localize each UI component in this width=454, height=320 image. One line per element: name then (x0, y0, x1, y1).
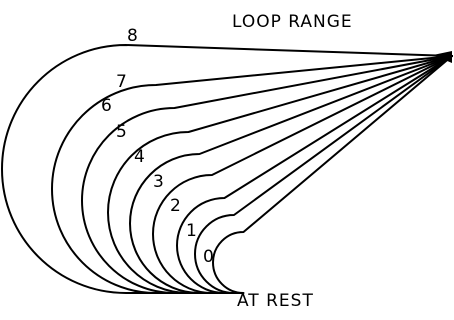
loop-curves (1, 44, 453, 294)
loop-label-7: 7 (116, 72, 127, 92)
loop-curve-0 (212, 55, 453, 294)
loop-label-5: 5 (116, 122, 127, 142)
loop-curve-3 (152, 55, 453, 294)
loop-curve-6 (81, 55, 453, 294)
loop-label-6: 6 (101, 96, 112, 116)
loop-label-8: 8 (127, 26, 138, 46)
loop-label-4: 4 (134, 147, 145, 167)
loop-label-1: 1 (186, 221, 197, 241)
loop-label-3: 3 (153, 172, 164, 192)
loop-label-0: 0 (203, 247, 214, 267)
loop-curve-4 (129, 55, 453, 294)
apex-fan-fill (433, 51, 452, 63)
diagram-title: LOOP RANGE (232, 12, 353, 32)
loop-curve-1 (194, 55, 453, 294)
loop-curve-5 (107, 55, 453, 294)
loop-curve-2 (176, 55, 453, 294)
at-rest-label: AT REST (237, 291, 314, 311)
loop-curve-7 (51, 55, 453, 294)
loop-curve-8 (1, 44, 453, 294)
loop-label-2: 2 (170, 196, 181, 216)
